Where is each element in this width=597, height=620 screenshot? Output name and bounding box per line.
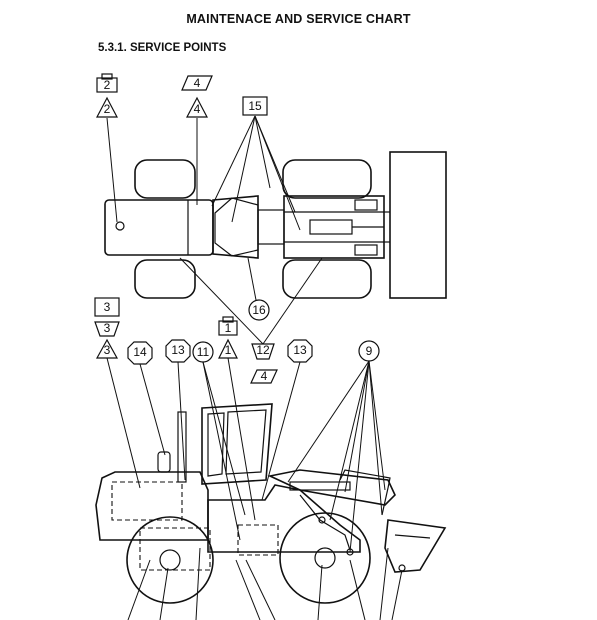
- loader-top-view: [104, 151, 447, 299]
- service-point-13-right: 13: [261, 339, 313, 501]
- service-point-11: 11: [192, 341, 246, 541]
- symbol-label: 11: [197, 345, 210, 359]
- symbol-label: 2: [104, 78, 111, 92]
- section-heading: 5.3.1. SERVICE POINTS: [98, 42, 227, 54]
- service-point-2: 2 2: [96, 73, 118, 223]
- symbol-label: 4: [194, 76, 201, 90]
- symbol-label: 4: [261, 369, 268, 383]
- symbol-label: 9: [366, 344, 373, 358]
- symbol-label: 15: [248, 99, 262, 113]
- service-point-14: 14: [127, 341, 166, 456]
- symbol-label: 1: [225, 343, 232, 357]
- service-point-12: 12 4: [179, 257, 323, 384]
- symbol-label: 16: [252, 303, 266, 317]
- symbol-label: 13: [293, 343, 307, 357]
- symbol-label: 3: [104, 300, 111, 314]
- symbol-label: 2: [104, 102, 111, 116]
- service-point-4: 4 4: [181, 75, 213, 205]
- symbol-label: 13: [171, 343, 185, 357]
- service-point-9: 9: [287, 340, 386, 553]
- symbol-label: 12: [256, 343, 270, 357]
- symbol-label: 3: [104, 343, 111, 357]
- page-title: MAINTENACE AND SERVICE CHART: [186, 12, 411, 26]
- loader-side-view: [95, 403, 447, 604]
- service-point-15: 15: [211, 96, 301, 231]
- service-point-1: 1 1: [218, 316, 256, 521]
- symbol-label: 14: [133, 345, 147, 359]
- symbol-label: 1: [225, 321, 232, 335]
- service-point-16: 16: [247, 257, 270, 321]
- symbol-label: 3: [104, 321, 111, 335]
- service-point-13-left: 13: [165, 339, 191, 481]
- service-point-3: 3 3 3: [94, 297, 141, 489]
- lower-leader-lines: [127, 547, 403, 620]
- symbol-label: 4: [194, 102, 201, 116]
